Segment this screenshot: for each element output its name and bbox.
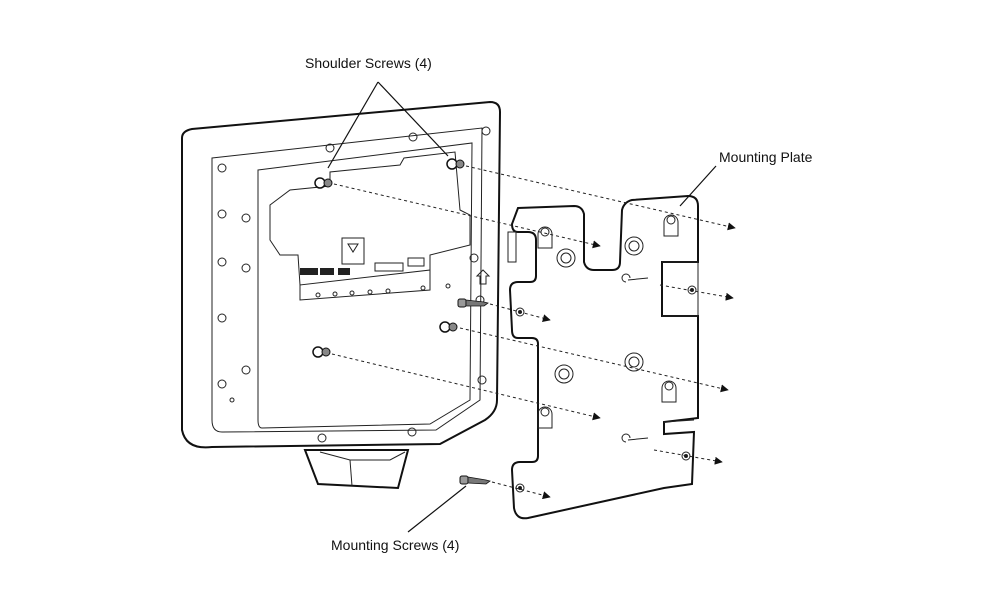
mounting-screw: [457, 298, 489, 308]
terminal-device: [181, 100, 502, 490]
shoulder-screw: [314, 177, 333, 189]
mounting-plate-label: Mounting Plate: [719, 149, 813, 165]
bezel-bolts: [217, 126, 491, 443]
mounting-screw: [459, 475, 491, 485]
mounting-screws-label: Mounting Screws (4): [331, 537, 459, 553]
keyhole-slot: [537, 406, 553, 429]
shoulder-screw: [446, 158, 465, 170]
callout-lines: [327, 81, 717, 533]
shoulder-screws-label: Shoulder Screws (4): [305, 55, 432, 71]
shoulder-screw: [439, 321, 458, 333]
shoulder-screw: [312, 346, 331, 358]
mounting-plate: [507, 194, 699, 520]
keyhole-slot: [663, 214, 679, 237]
keyhole-slot: [661, 380, 677, 403]
alignment-arrows: [331, 165, 736, 500]
